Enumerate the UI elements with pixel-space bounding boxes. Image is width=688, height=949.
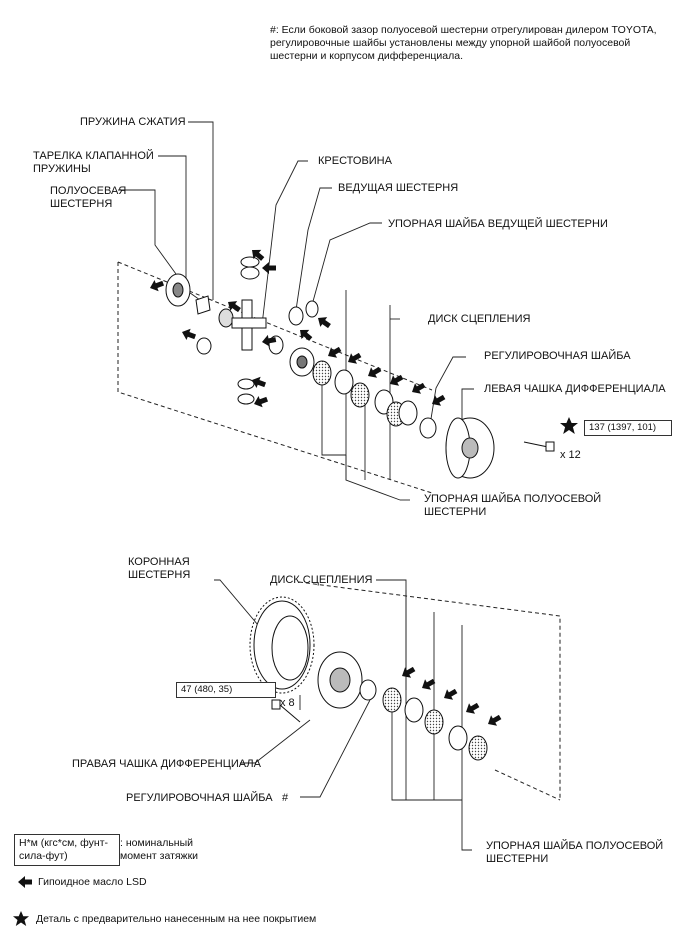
side-gear-upper-right xyxy=(289,347,315,377)
label-side-thrust-washer-lower: УПОРНАЯ ШАЙБА ПОЛУОСЕВОЙ ШЕСТЕРНИ xyxy=(486,840,664,865)
label-shim-upper: РЕГУЛИРОВОЧНАЯ ШАЙБА xyxy=(484,350,631,362)
label-side-thrust-washer-upper: УПОРНАЯ ШАЙБА ПОЛУОСЕВОЙ ШЕСТЕРНИ xyxy=(424,493,602,518)
label-pinion-gear: ВЕДУЩАЯ ШЕСТЕРНЯ xyxy=(338,182,459,194)
label-clutch-disc-lower: ДИСК СЦЕПЛЕНИЯ xyxy=(270,574,373,586)
left-differential-case xyxy=(445,417,495,479)
spring-plate xyxy=(195,295,211,315)
spider-cross xyxy=(231,299,267,351)
clutch-disc-stack-upper xyxy=(312,360,437,439)
assembly-dashed-outline-upper xyxy=(117,261,433,494)
label-right-case: ПРАВАЯ ЧАШКА ДИФФЕРЕНЦИАЛА xyxy=(72,758,261,770)
label-side-gear: ПОЛУОСЕВАЯ ШЕСТЕРНЯ xyxy=(50,185,127,210)
leader-lines-lower xyxy=(214,579,472,851)
label-spider: КРЕСТОВИНА xyxy=(318,155,392,167)
label-ring-gear: КОРОННАЯ ШЕСТЕРНЯ xyxy=(128,556,191,581)
label-left-case: ЛЕВАЯ ЧАШКА ДИФФЕРЕНЦИАЛА xyxy=(484,383,666,395)
assembly-dashed-outline-lower xyxy=(298,581,561,801)
pinion-gears xyxy=(196,256,319,405)
ring-gear xyxy=(249,596,315,694)
torque-box-upper: 137 (1397, 101) xyxy=(584,420,672,436)
compression-spring xyxy=(218,308,234,328)
label-spring-plate: ТАРЕЛКА КЛАПАННОЙ ПРУЖИНЫ xyxy=(33,150,154,175)
torque-qty-lower: x 8 xyxy=(280,697,295,709)
legend-oil-desc: Гипоидное масло LSD xyxy=(38,876,147,888)
legend-unit-box: Н*м (кгс*см, фунт- сила-фут) xyxy=(14,834,120,866)
legend-precoated-desc: Деталь с предварительно нанесенным на не… xyxy=(36,913,317,925)
label-clutch-disc-upper: ДИСК СЦЕПЛЕНИЯ xyxy=(428,313,531,325)
torque-qty-upper: x 12 xyxy=(560,449,581,461)
label-compression-spring: ПРУЖИНА СЖАТИЯ xyxy=(80,116,186,128)
label-shim-lower: РЕГУЛИРОВОЧНАЯ ШАЙБА xyxy=(126,792,273,804)
label-shim-lower-mark: # xyxy=(282,792,289,804)
torque-box-lower: 47 (480, 35) xyxy=(176,682,276,698)
side-gear-upper xyxy=(165,273,191,307)
legend-unit-desc: : номинальный момент затяжки xyxy=(120,837,199,862)
clutch-disc-stack-lower xyxy=(359,679,488,761)
bolt-lower xyxy=(271,699,301,723)
precoated-star-icons xyxy=(13,417,578,926)
right-differential-case xyxy=(317,651,363,709)
label-pinion-thrust-washer: УПОРНАЯ ШАЙБА ВЕДУЩЕЙ ШЕСТЕРНИ xyxy=(388,218,608,230)
bolt-upper xyxy=(523,441,555,452)
adjustment-note: #: Если боковой зазор полуосевой шестерн… xyxy=(270,24,657,62)
